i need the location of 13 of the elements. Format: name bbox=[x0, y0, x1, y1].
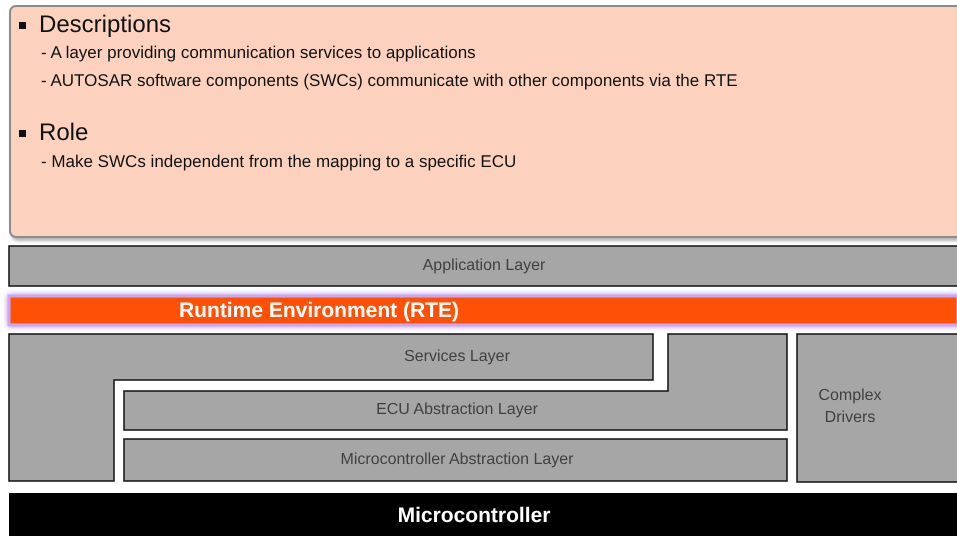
layer-label: ECU Abstraction Layer bbox=[376, 401, 538, 419]
description-panel bbox=[9, 5, 957, 238]
layer-label: Complex Drivers bbox=[817, 386, 883, 428]
layer-label: Application Layer bbox=[422, 257, 546, 275]
layer-label: Services Layer bbox=[404, 348, 510, 366]
description-text: - AUTOSAR software components (SWCs) communicate with other components via the RTE bbox=[41, 71, 738, 91]
layer-label: Runtime Environment (RTE) bbox=[179, 299, 459, 323]
layer-label: Microcontroller bbox=[398, 504, 550, 528]
description-text: - A layer providing communication services to applications bbox=[41, 43, 476, 63]
description-text: - Make SWCs independent from the mapping to a specific ECU bbox=[41, 152, 516, 172]
section-heading: Role bbox=[39, 119, 88, 147]
layer-label: Microcontroller Abstraction Layer bbox=[340, 451, 574, 469]
section-heading: Descriptions bbox=[39, 11, 172, 39]
